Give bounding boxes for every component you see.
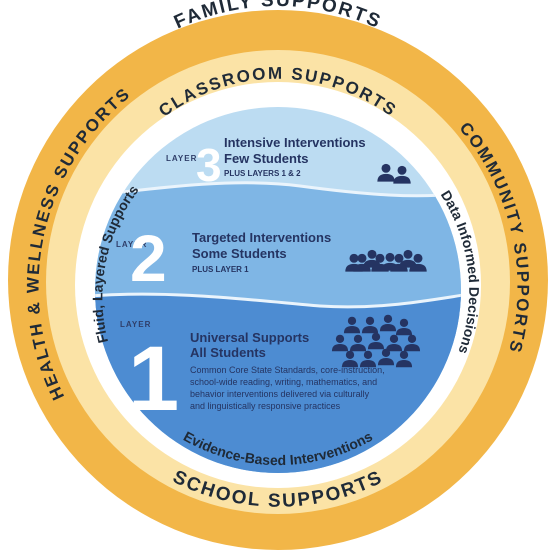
person-icon bbox=[331, 334, 349, 352]
layer-audience: All Students bbox=[190, 345, 266, 360]
person-icon bbox=[371, 253, 389, 272]
layer-description-line: Common Core State Standards, core-instru… bbox=[190, 365, 385, 375]
layer-number: 1 bbox=[128, 328, 179, 430]
person-icon bbox=[395, 318, 413, 336]
person-icon bbox=[403, 334, 421, 352]
layer-description-line: behavior interventions delivered via cul… bbox=[190, 389, 370, 399]
wave-divider bbox=[95, 181, 461, 198]
person-icon bbox=[379, 314, 397, 332]
layer-3: LAYER 3 Intensive Interventions Few Stud… bbox=[166, 135, 411, 191]
person-icon bbox=[377, 163, 395, 182]
people-group-icon bbox=[345, 249, 427, 272]
person-icon bbox=[395, 350, 413, 368]
person-icon bbox=[390, 253, 408, 272]
person-icon bbox=[353, 253, 371, 272]
person-icon bbox=[349, 334, 367, 352]
wave-divider bbox=[95, 292, 461, 309]
layer-1: LAYER 1 Universal Supports All Students … bbox=[120, 314, 421, 430]
person-icon bbox=[409, 253, 427, 272]
people-crowd-icon bbox=[331, 314, 421, 368]
layer-description-line: school-wide reading, writing, mathematic… bbox=[190, 377, 377, 387]
layer-title: Targeted Interventions bbox=[192, 230, 331, 245]
person-icon bbox=[343, 316, 361, 334]
person-icon bbox=[341, 350, 359, 368]
layer-number: 3 bbox=[196, 139, 222, 191]
person-icon bbox=[361, 316, 379, 334]
layer-title: Universal Supports bbox=[190, 330, 309, 345]
layer-word: LAYER bbox=[120, 320, 151, 329]
person-icon bbox=[393, 165, 411, 184]
layer-number: 2 bbox=[130, 221, 167, 295]
person-icon bbox=[359, 350, 377, 368]
layer-title: Intensive Interventions bbox=[224, 135, 366, 150]
layer-note: PLUS LAYERS 1 & 2 bbox=[224, 169, 301, 178]
layer-audience: Some Students bbox=[192, 246, 287, 261]
layer-description-line: and linguistically responsive practices bbox=[190, 401, 341, 411]
layer-note: PLUS LAYER 1 bbox=[192, 265, 249, 274]
layer-2: LAYER 2 Targeted Interventions Some Stud… bbox=[116, 221, 427, 295]
layer-audience: Few Students bbox=[224, 151, 309, 166]
layer-word: LAYER bbox=[166, 154, 197, 163]
person-icon bbox=[367, 332, 385, 350]
layer-word: LAYER bbox=[116, 240, 147, 249]
people-group-icon bbox=[377, 163, 411, 184]
person-icon bbox=[385, 334, 403, 352]
person-icon bbox=[377, 348, 395, 366]
